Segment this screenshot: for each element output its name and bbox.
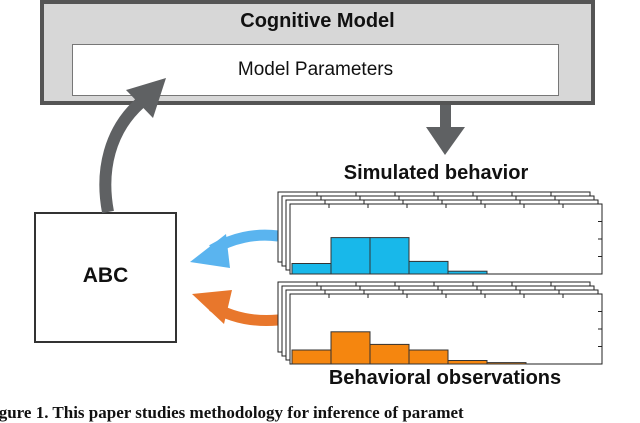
observations-to-abc-arrow	[192, 290, 279, 326]
simulated-bar	[291, 263, 332, 275]
observed-histogram-stack	[277, 281, 603, 365]
simulated-bar	[369, 237, 410, 275]
observed-bar	[447, 360, 488, 365]
figure-caption: igure 1. This paper studies methodology …	[0, 403, 464, 422]
model-parameters-label: Model Parameters	[237, 59, 394, 80]
observed-bar	[486, 362, 527, 365]
observed-bar	[330, 331, 371, 365]
simulated-to-abc-arrow	[190, 229, 279, 268]
observed-bar	[369, 343, 410, 365]
observed-bar	[291, 349, 332, 365]
simulated-histogram-stack	[277, 191, 603, 275]
observed-bar	[408, 349, 449, 365]
abc-to-model-arrow	[99, 78, 166, 214]
simulated-bar	[408, 260, 449, 275]
simulated-bar	[447, 270, 488, 275]
abc-label: ABC	[82, 264, 129, 287]
simulated-bar	[330, 237, 371, 275]
cognitive-model-box: Cognitive Model Model Parameters	[40, 0, 595, 105]
model-to-simulated-arrow	[426, 105, 465, 155]
cognitive-model-title: Cognitive Model	[240, 10, 395, 32]
abc-box: ABC	[34, 212, 177, 343]
simulated-behavior-label: Simulated behavior	[343, 162, 529, 184]
behavioral-observations-label: Behavioral observations	[328, 367, 562, 389]
